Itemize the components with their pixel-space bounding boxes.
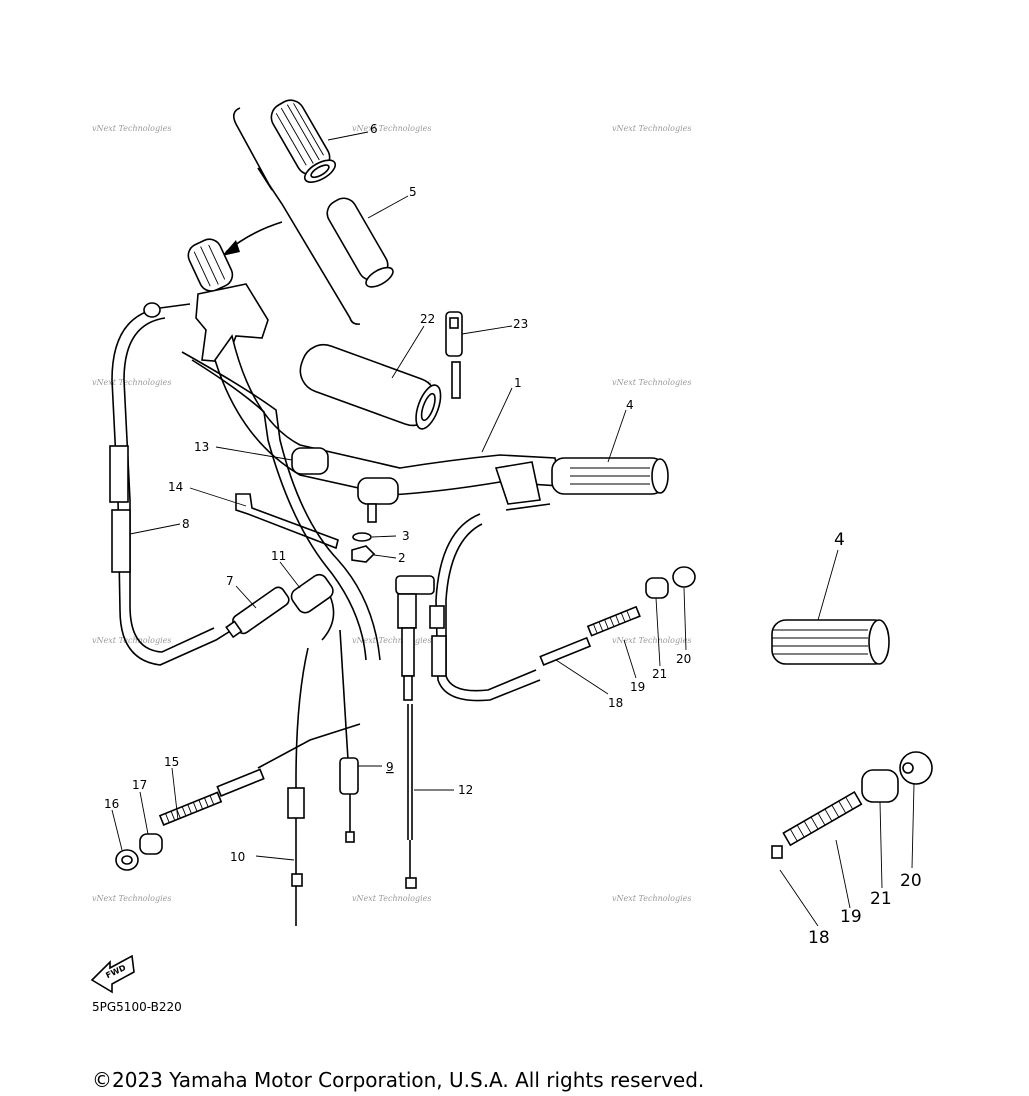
callout-17: 17: [132, 778, 147, 792]
watermark: vNext Technologies: [612, 378, 691, 387]
clutch-cable-outer: [191, 359, 367, 661]
right-throttle-housing: [494, 461, 541, 505]
part-19-spring: [586, 605, 641, 637]
callout-3: 3: [402, 529, 410, 543]
callout-22: 22: [420, 312, 435, 326]
watermark: vNext Technologies: [612, 124, 691, 133]
copyright-notice: ©2023 Yamaha Motor Corporation, U.S.A. A…: [92, 1068, 705, 1092]
watermark: vNext Technologies: [92, 378, 171, 387]
part-12-throttle-body: [395, 575, 435, 701]
callout-9: 9: [386, 760, 394, 774]
part-8-cable-end: [143, 302, 161, 318]
part-11-wire: [321, 595, 335, 641]
detail-callout-18: 18: [808, 928, 830, 948]
callout-19: 19: [630, 680, 645, 694]
watermark: vNext Technologies: [612, 894, 691, 903]
part-4-right-grip: [551, 457, 669, 495]
cable-15-link: [257, 723, 361, 769]
callout-21: 21: [652, 667, 667, 681]
part-8-cable-outer: [123, 317, 215, 653]
detail-part-20-cap-hole: [902, 762, 914, 774]
part-3-washer: [352, 532, 372, 542]
detail-callout-19: 19: [840, 907, 862, 927]
part-14-cable-tie: [235, 493, 339, 550]
fwd-arrow-icon: FWD: [90, 954, 135, 994]
detail-part-20-cap: [899, 751, 933, 785]
detail-callout-21: 21: [870, 889, 892, 909]
part-16-cap-hole: [121, 855, 133, 865]
callout-23: 23: [513, 317, 528, 331]
parts-diagram: vNext Technologies vNext Technologies vN…: [90, 99, 933, 994]
part-10-cable: [295, 647, 309, 880]
callout-11: 11: [271, 549, 286, 563]
callout-18: 18: [608, 696, 623, 710]
watermark: vNext Technologies: [92, 894, 171, 903]
grip-detail-arrowhead: [222, 240, 240, 256]
watermark: vNext Technologies: [352, 894, 431, 903]
right-cable-sleeve: [431, 635, 447, 677]
watermark: vNext Technologies: [92, 636, 171, 645]
part-21-holder: [645, 577, 669, 599]
detail-callout-20: 20: [900, 871, 922, 891]
callout-13: 13: [194, 440, 209, 454]
holder-upper-right: [357, 477, 399, 505]
callout-5: 5: [409, 185, 417, 199]
part-6-grip: [270, 99, 337, 183]
callout-2: 2: [398, 551, 406, 565]
detail-part-4-grip: [771, 619, 890, 665]
callout-15: 15: [164, 755, 179, 769]
part-8-cable-sleeve: [111, 509, 131, 573]
callout-1: 1: [514, 376, 522, 390]
watermarks: vNext Technologies vNext Technologies vN…: [92, 124, 691, 903]
part-10-end: [291, 873, 303, 887]
part-7-adjuster: [225, 586, 290, 639]
part-9-sleeve: [339, 757, 359, 795]
watermark: vNext Technologies: [352, 636, 431, 645]
holder-upper-left: [291, 447, 329, 475]
callout-16: 16: [104, 797, 119, 811]
callouts: 6 5 22 23 1 4 13 14 3 2 8 11 7 9 12 15 1…: [104, 122, 922, 948]
part-12-end: [405, 877, 417, 889]
watermark: vNext Technologies: [612, 636, 691, 645]
detail-callout-4: 4: [834, 530, 845, 550]
part-2-nut: [351, 545, 376, 563]
part-17-cap: [139, 833, 163, 855]
right-cable: [435, 513, 541, 702]
callout-12: 12: [458, 783, 473, 797]
part-23-strap: [445, 311, 463, 399]
callout-6: 6: [370, 122, 378, 136]
callout-10: 10: [230, 850, 245, 864]
part-11-switch-housing: [290, 573, 334, 614]
leader-lines: [111, 131, 915, 927]
part-3-bolt: [367, 503, 377, 523]
right-cable-sleeve: [429, 605, 445, 629]
part-9-cable: [339, 629, 349, 761]
detail-part-21-holder: [861, 769, 899, 803]
part-22-grip: [299, 343, 442, 430]
right-cable-outer: [445, 523, 537, 692]
grip-detail-bracket: [232, 107, 361, 325]
left-grip: [187, 238, 234, 292]
watermark: vNext Technologies: [352, 124, 431, 133]
callout-20: 20: [676, 652, 691, 666]
diagram-code: 5PG5100-B220: [92, 1000, 182, 1014]
detail-part-19-spring: [782, 790, 863, 847]
callout-14: 14: [168, 480, 183, 494]
cable-15-spring: [216, 768, 265, 797]
watermark: vNext Technologies: [92, 124, 171, 133]
part-8-cable-tip: [159, 303, 191, 309]
part-20-cap: [672, 566, 696, 588]
part-8-cable-sleeve: [109, 445, 129, 503]
part-5-grip-sleeve: [326, 197, 394, 288]
clutch-cable: [181, 351, 381, 661]
callout-4: 4: [626, 398, 634, 412]
part-10-sleeve: [287, 787, 305, 819]
part-18-cable-adjuster: [539, 636, 592, 666]
callout-8: 8: [182, 517, 190, 531]
callout-7: 7: [226, 574, 234, 588]
detail-part-18-end: [771, 845, 783, 859]
part-15-spring: [158, 791, 223, 826]
right-cable-tip: [505, 503, 551, 511]
part-9-end: [345, 831, 355, 843]
